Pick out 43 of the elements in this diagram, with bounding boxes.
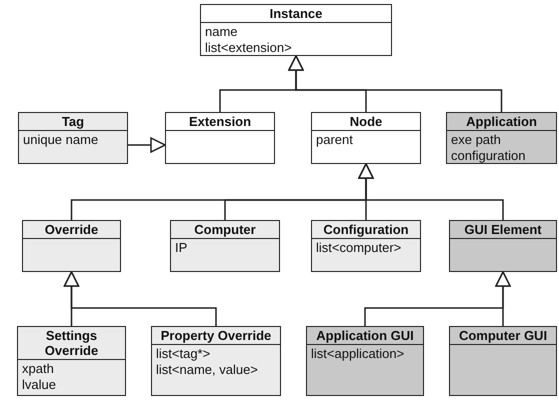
attribute-text: lvalue: [21, 377, 57, 393]
generalization-arrow: [358, 163, 504, 220]
generalization-arrow: [128, 137, 166, 153]
attribute-text: list<name, value>: [155, 362, 259, 378]
generalization-arrow: [64, 271, 217, 326]
class-box: [200, 4, 392, 56]
class-name: Computer: [171, 221, 279, 239]
class-box: [449, 326, 557, 396]
class-box: [449, 220, 557, 272]
class-box: [18, 112, 128, 164]
class-box: [170, 220, 280, 272]
attribute-text: configuration: [450, 148, 526, 164]
generalization-arrow: [495, 271, 511, 326]
class-box: [22, 220, 121, 272]
attribute-text: exe path: [450, 132, 502, 148]
class-name: Computer GUI: [450, 327, 556, 345]
class-name: GUI Element: [450, 221, 556, 239]
attribute-text: list<computer>: [315, 240, 402, 256]
class-name: Configuration: [312, 221, 420, 239]
attribute-text: IP: [174, 240, 188, 256]
class-box: [17, 326, 126, 396]
attribute-text: name: [204, 24, 239, 40]
attribute-text: list<extension>: [204, 40, 293, 56]
attribute-text: list<application>: [310, 346, 406, 362]
class-name: Override: [23, 221, 120, 239]
attribute-text: unique name: [22, 132, 100, 148]
class-box: [151, 326, 281, 396]
class-name: Application GUI: [307, 327, 423, 345]
class-name: Extension: [166, 113, 274, 131]
class-box: [306, 326, 424, 396]
class-box: [446, 112, 557, 164]
generalization-arrow: [288, 55, 502, 112]
class-name: Property Override: [152, 327, 280, 345]
class-name: Node: [312, 113, 420, 131]
class-box: [311, 220, 421, 272]
attribute-text: xpath: [21, 361, 55, 377]
class-box: [311, 112, 421, 164]
attribute-text: list<tag*>: [155, 346, 212, 362]
attribute-text: parent: [315, 132, 354, 148]
class-name: Instance: [201, 5, 391, 23]
class-name: Tag: [19, 113, 127, 131]
class-box: [165, 112, 275, 164]
class-name: Application: [447, 113, 556, 131]
